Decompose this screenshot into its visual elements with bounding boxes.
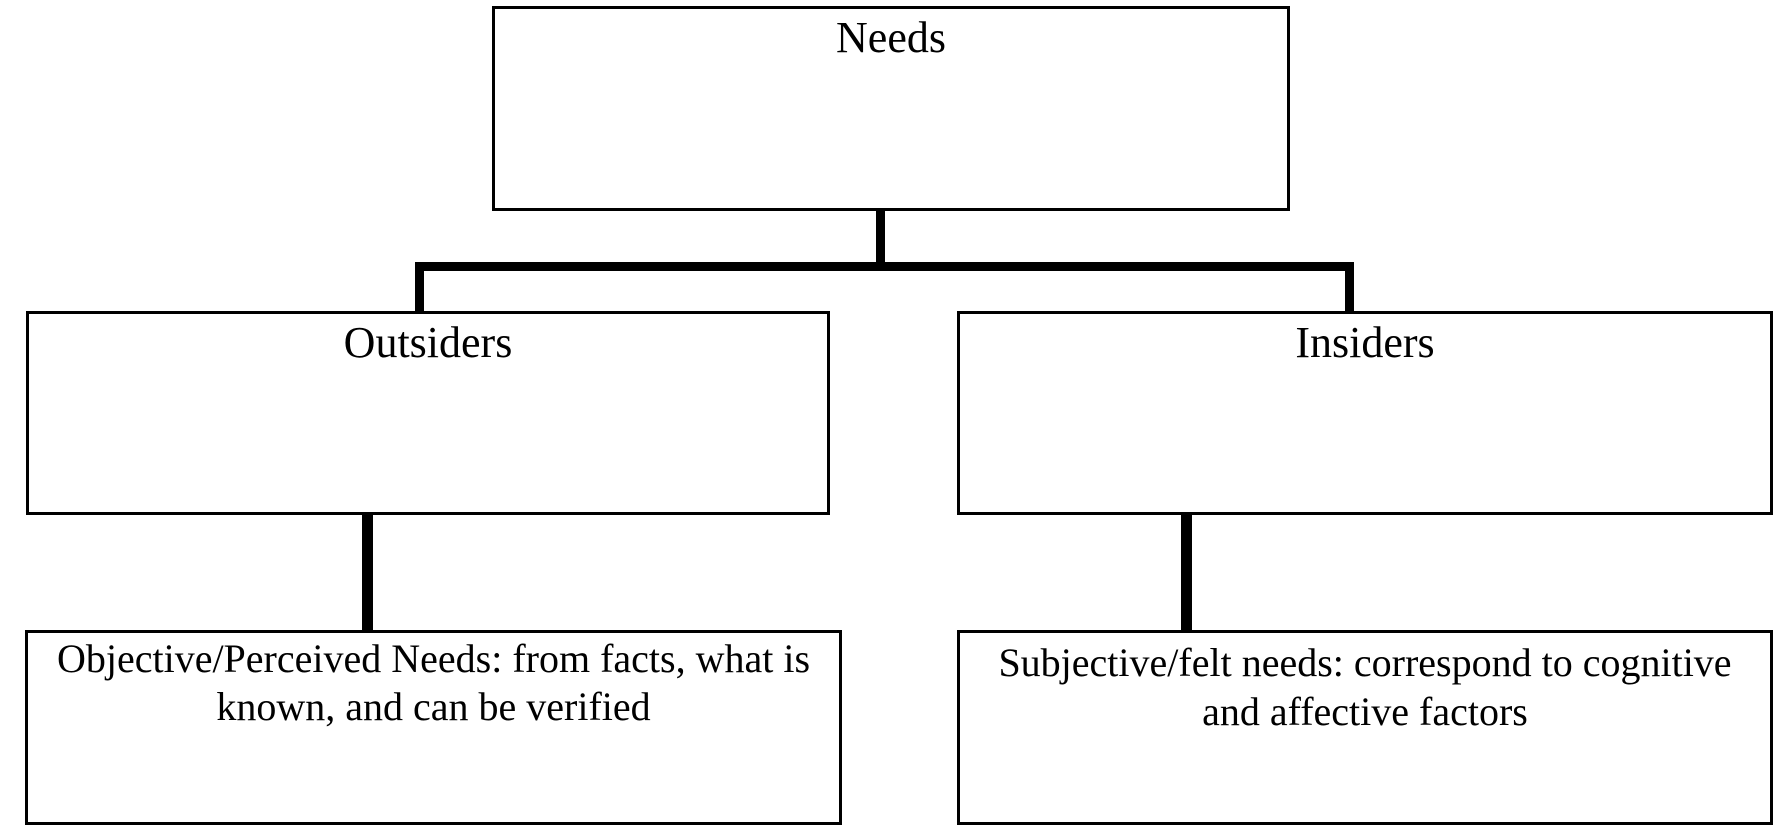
node-objective-perceived-needs-label: Objective/Perceived Needs: from facts, w…	[56, 636, 811, 729]
node-subjective-felt-needs: Subjective/felt needs: correspond to cog…	[957, 630, 1773, 825]
connector-insiders-stem	[1181, 513, 1192, 633]
node-needs-label: Needs	[836, 13, 946, 62]
node-outsiders-label: Outsiders	[343, 318, 513, 367]
node-insiders-label: Insiders	[1295, 318, 1435, 367]
node-needs: Needs	[492, 6, 1290, 211]
node-outsiders: Outsiders	[26, 311, 830, 515]
node-subjective-felt-needs-label: Subjective/felt needs: correspond to cog…	[998, 640, 1732, 734]
connector-left-drop	[415, 262, 424, 314]
connector-right-drop	[1345, 262, 1354, 314]
connector-outsiders-stem	[362, 513, 373, 633]
node-objective-perceived-needs: Objective/Perceived Needs: from facts, w…	[25, 630, 842, 825]
node-insiders: Insiders	[957, 311, 1773, 515]
connector-root-stem	[876, 208, 885, 268]
connector-horizontal-bar	[415, 262, 1354, 271]
